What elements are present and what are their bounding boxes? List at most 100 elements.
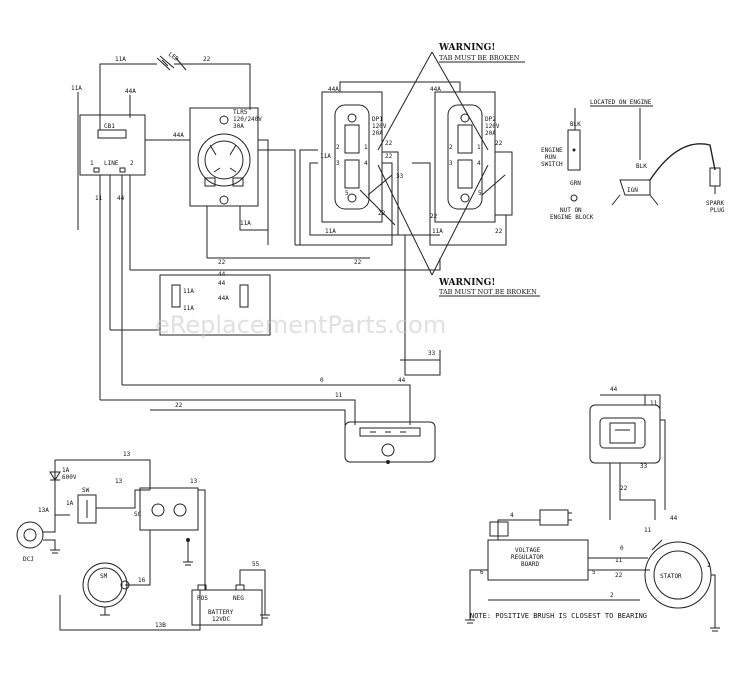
watermark: eReplacementParts.com bbox=[155, 311, 446, 339]
wire-label-33-stator: 33 bbox=[640, 463, 648, 470]
wire-label-11-low: 11 bbox=[335, 392, 343, 399]
sc-label: SC bbox=[134, 511, 142, 518]
led-symbol bbox=[156, 55, 187, 71]
wire-label-55: 55 bbox=[252, 561, 260, 568]
dp2-label: DP2 bbox=[485, 116, 496, 123]
wire-label-44-stator: 44 bbox=[610, 386, 618, 393]
dp2-voltage: 120V bbox=[485, 123, 500, 130]
wire-label-22-dp1: 22 bbox=[378, 210, 386, 217]
cb1-terminal-1: 1 bbox=[90, 160, 94, 167]
diode-label-1: 1A bbox=[62, 467, 70, 474]
stator-label: STATOR bbox=[660, 573, 682, 580]
battery: POS NEG BATTERY 12VDC 55 bbox=[191, 561, 270, 626]
wire-label-22-dp2b: 22 bbox=[495, 228, 503, 235]
wire-label-11a-blk: 11A bbox=[183, 288, 194, 295]
wire-label-22-dp2: 22 bbox=[430, 213, 438, 220]
wire-label-13a: 13A bbox=[38, 507, 49, 514]
wire-label-11a-left: 11A bbox=[71, 85, 82, 92]
wire-label-11a-dp: 11A bbox=[320, 153, 331, 160]
dcj-label: DCJ bbox=[23, 556, 34, 563]
switch-sw: SW 1A 13 bbox=[66, 478, 150, 524]
battery-label: BATTERY bbox=[208, 609, 234, 616]
spark-plug-2: PLUG bbox=[710, 207, 725, 214]
dp1-label: DP1 bbox=[372, 116, 383, 123]
wire-label-33-dp: 33 bbox=[396, 173, 404, 180]
diode-label-2: 600V bbox=[62, 474, 77, 481]
wire-label-44-cb: 44 bbox=[117, 195, 125, 202]
neg-label: NEG bbox=[233, 595, 244, 602]
nut-label-1: NUT ON bbox=[560, 207, 582, 214]
wire-label-11a-blk2: 11A bbox=[183, 305, 194, 312]
cb1-label: CB1 bbox=[104, 123, 115, 130]
dc-jack-dcj: DCJ 13A bbox=[16, 507, 70, 563]
dp1-terminal-1: 1 bbox=[364, 144, 368, 151]
wire-label-44a-mid: 44A bbox=[173, 132, 184, 139]
warning-sub-2: TAB MUST NOT BE BROKEN bbox=[439, 288, 537, 296]
tlr5-label: TLR5 bbox=[233, 109, 248, 116]
engine-run-switch-3: SWITCH bbox=[541, 161, 563, 168]
duplex-receptacle-dp2: DP2 120V 20A 2 3 1 4 5 44A bbox=[430, 86, 500, 223]
engine-section: LOCATED ON ENGINE BLK ENGINE RUN SWITCH … bbox=[541, 99, 725, 221]
wire-label-22-mid2: 22 bbox=[354, 259, 362, 266]
warning-tab-not-broken: WARNING! TAB MUST NOT BE BROKEN bbox=[377, 164, 540, 297]
wire-label-11a-dp2: 11A bbox=[432, 228, 443, 235]
wire-label-22-reg: 22 bbox=[615, 572, 623, 579]
wire-label-22-stator: 22 bbox=[620, 485, 628, 492]
control-module bbox=[344, 421, 436, 464]
battery-voltage: 12VDC bbox=[212, 616, 230, 623]
dp2-terminal-1: 1 bbox=[477, 144, 481, 151]
starter-motor-sm: SM 16 13B bbox=[59, 530, 201, 631]
wire-label-44a-blk: 44A bbox=[218, 295, 229, 302]
wire-label-5: 5 bbox=[592, 569, 596, 576]
sw-label: SW bbox=[82, 487, 90, 494]
wire-label-11-cb: 11 bbox=[95, 195, 103, 202]
warning-sub: TAB MUST BE BROKEN bbox=[439, 54, 520, 62]
wire-label-33: 33 bbox=[428, 350, 436, 357]
dp2-terminal-3: 3 bbox=[449, 160, 453, 167]
wire-label-0-stator: 0 bbox=[620, 545, 624, 552]
dp2-terminal-5: 5 bbox=[478, 190, 482, 197]
wire-label-13b-bot: 13B bbox=[155, 622, 166, 629]
ign-label: IGN bbox=[627, 187, 638, 194]
dp1-terminal-2: 2 bbox=[336, 144, 340, 151]
duplex-receptacle-dp1: DP1 120V 20A 2 3 1 4 5 44A bbox=[321, 86, 387, 223]
regulator-label-1: VOLTAGE bbox=[515, 547, 541, 554]
wire-label-6: 6 bbox=[480, 569, 484, 576]
wire-label-22-low: 22 bbox=[175, 402, 183, 409]
blk-label-1: BLK bbox=[570, 121, 581, 128]
wire-label-11a-tlr: 11A bbox=[240, 220, 251, 227]
dp2-terminal-4: 4 bbox=[477, 160, 481, 167]
tlr5-voltage: 120/240V bbox=[233, 116, 262, 123]
wire-label-1a: 1A bbox=[66, 500, 74, 507]
wire-label-44a-dp2: 44A bbox=[430, 86, 441, 93]
dp1-terminal-3: 3 bbox=[336, 160, 340, 167]
twist-lock-receptacle-tlr5: TLR5 120/240V 30A 11A 44A bbox=[173, 107, 262, 227]
wire-label-11-stator: 11 bbox=[650, 400, 658, 407]
wire-label-22-b: 22 bbox=[385, 153, 393, 160]
circuit-breaker-cb1: CB1 LINE 1 2 11A 44A 11 44 bbox=[71, 85, 146, 230]
led-circuit: LED 11A 22 bbox=[99, 51, 251, 130]
blk-label-2: BLK bbox=[636, 163, 647, 170]
wire-label-0: 0 bbox=[320, 377, 324, 384]
nut-label-2: ENGINE BLOCK bbox=[550, 214, 594, 221]
wire-label-13-a: 13 bbox=[123, 451, 131, 458]
engine-run-switch-2: RUN bbox=[545, 154, 556, 161]
spark-plug-1: SPARK bbox=[706, 200, 724, 207]
wire-label-22-c: 22 bbox=[495, 140, 503, 147]
stator-connector: 44 11 33 22 0 11 44 bbox=[589, 386, 678, 552]
wire-label-2: 2 bbox=[707, 562, 711, 569]
wire-label-44-blk: 44 bbox=[218, 280, 226, 287]
warning-tab-broken: WARNING! TAB MUST BE BROKEN bbox=[377, 43, 525, 151]
wire-label-44-low: 44 bbox=[398, 377, 406, 384]
wire-label-11-stator2: 11 bbox=[644, 527, 652, 534]
voltage-regulator-board: VOLTAGE REGULATOR BOARD 4 6 5 11 22 bbox=[465, 509, 650, 624]
cb1-terminal-2: 2 bbox=[130, 160, 134, 167]
wire-label-2-b: 2 bbox=[610, 592, 614, 599]
stator: STATOR 2 2 bbox=[488, 539, 720, 632]
wire-label-22-a: 22 bbox=[385, 140, 393, 147]
wire-label-22-mid: 22 bbox=[218, 259, 226, 266]
warning-title-2: WARNING! bbox=[438, 278, 495, 288]
wire-label-11-reg: 11 bbox=[615, 557, 623, 564]
dp2-terminal-2: 2 bbox=[449, 144, 453, 151]
